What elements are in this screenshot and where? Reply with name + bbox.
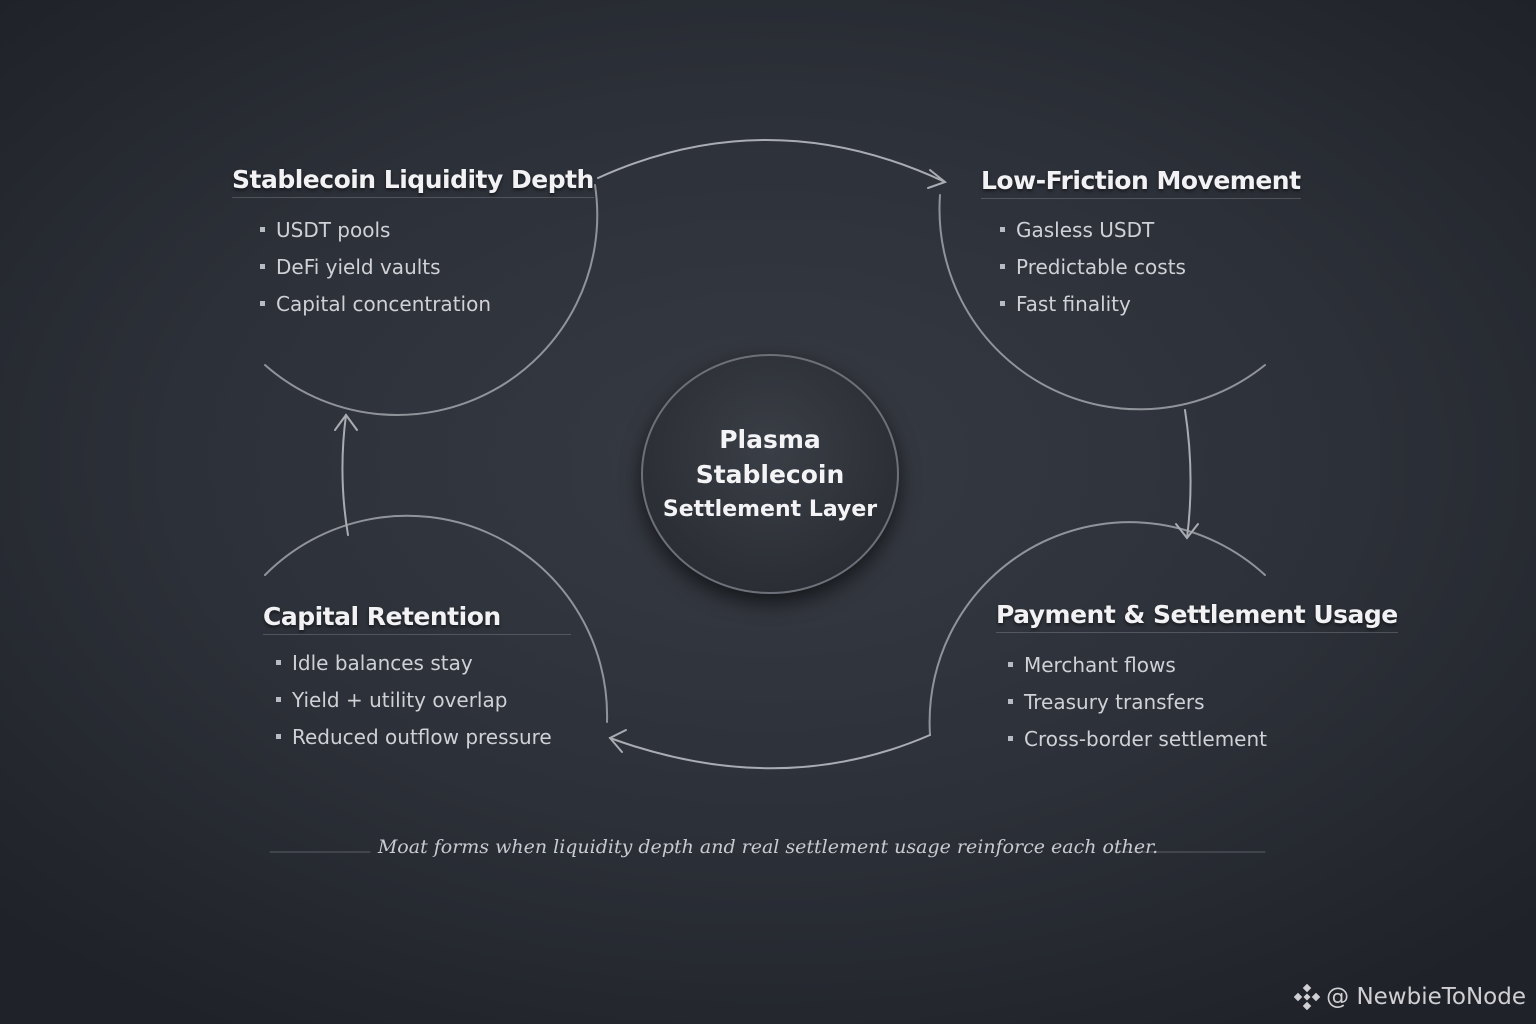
bullet-icon bbox=[1008, 736, 1013, 741]
bullet-icon bbox=[1000, 227, 1005, 232]
bullet-icon bbox=[1008, 662, 1013, 667]
binance-logo-icon bbox=[1294, 984, 1321, 1010]
watermark: @ NewbieToNode bbox=[1294, 984, 1526, 1010]
list-item: Treasury transfers bbox=[1008, 684, 1267, 721]
node-list-liquidity: USDT pools DeFi yield vaults Capital con… bbox=[260, 212, 491, 323]
footer-caption: Moat forms when liquidity depth and real… bbox=[377, 836, 1159, 858]
arc-retention bbox=[264, 514, 609, 723]
node-title-liquidity: Stablecoin Liquidity Depth bbox=[232, 165, 594, 198]
node-title-retention: Capital Retention bbox=[263, 602, 571, 635]
center-title-line3: Settlement Layer bbox=[662, 496, 878, 522]
list-item: Gasless USDT bbox=[1000, 212, 1186, 249]
node-title-payment: Payment & Settlement Usage bbox=[996, 600, 1398, 633]
arrow-bottom-head bbox=[608, 729, 627, 753]
arc-payment bbox=[928, 521, 1266, 736]
list-item: Idle balances stay bbox=[276, 645, 552, 682]
list-item: DeFi yield vaults bbox=[260, 249, 491, 286]
arrow-bottom bbox=[609, 734, 931, 770]
arrow-top-head bbox=[927, 169, 948, 189]
list-item: Cross-border settlement bbox=[1008, 721, 1267, 758]
list-item: Yield + utility overlap bbox=[276, 682, 552, 719]
center-title-line2: Stablecoin bbox=[695, 459, 845, 489]
bullet-icon bbox=[276, 660, 281, 665]
node-list-retention: Idle balances stay Yield + utility overl… bbox=[276, 645, 552, 756]
list-item: Reduced outflow pressure bbox=[276, 719, 552, 756]
arrow-right bbox=[1184, 409, 1192, 539]
bullet-icon bbox=[1008, 699, 1013, 704]
node-list-movement: Gasless USDT Predictable costs Fast fina… bbox=[1000, 212, 1186, 323]
arrow-left bbox=[341, 414, 349, 536]
bullet-icon bbox=[276, 697, 281, 702]
center-hub: Plasma Stablecoin Settlement Layer bbox=[641, 354, 899, 594]
list-item: Capital concentration bbox=[260, 286, 491, 323]
list-item: USDT pools bbox=[260, 212, 491, 249]
bullet-icon bbox=[260, 264, 265, 269]
node-title-movement: Low-Friction Movement bbox=[981, 166, 1301, 199]
bullet-icon bbox=[1000, 301, 1005, 306]
arrow-left-head bbox=[334, 413, 358, 431]
list-item: Merchant flows bbox=[1008, 647, 1267, 684]
arc-movement bbox=[938, 194, 1266, 411]
bullet-icon bbox=[260, 227, 265, 232]
arrow-top bbox=[597, 139, 946, 183]
arc-liquidity bbox=[264, 184, 599, 416]
bullet-icon bbox=[260, 301, 265, 306]
watermark-text: @ NewbieToNode bbox=[1326, 984, 1526, 1010]
list-item: Fast finality bbox=[1000, 286, 1186, 323]
node-list-payment: Merchant flows Treasury transfers Cross-… bbox=[1008, 647, 1267, 758]
center-title-line1: Plasma bbox=[719, 424, 821, 454]
bullet-icon bbox=[1000, 264, 1005, 269]
bullet-icon bbox=[276, 734, 281, 739]
arrow-right-head bbox=[1175, 523, 1199, 540]
list-item: Predictable costs bbox=[1000, 249, 1186, 286]
